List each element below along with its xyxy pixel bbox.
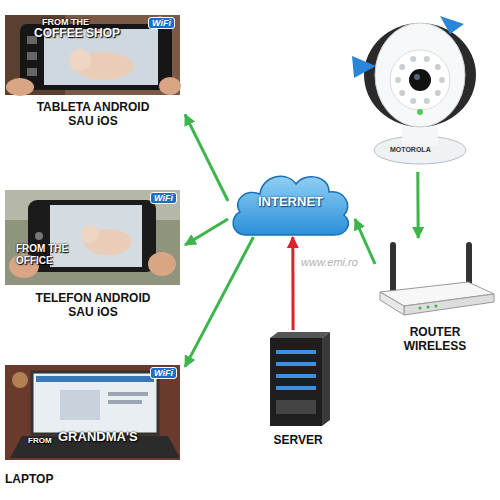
device-label: SERVER [262,434,334,448]
arrow-connector [416,172,419,238]
overlay-text: FROM THE [42,17,89,27]
server-drawing [270,332,330,426]
brand-text: MOTOROLA [390,146,430,154]
overlay-text: FROM THE OFFICE [16,243,82,266]
phone-device: WiFiFROM THE OFFICE TELEFON ANDROID SAU i… [0,185,185,335]
overlay-text: FROM [28,436,52,445]
device-label: ROUTER WIRELESS [390,326,480,354]
laptop-photo [5,365,180,460]
phone-photo [5,190,180,285]
tablet-photo [5,15,181,96]
camera-drawing [352,16,476,164]
watermark: www.emi.ro [300,256,359,269]
server-device: SERVER [262,330,336,452]
laptop-device: WiFiFROM GRANDMA'S LAPTOP [0,360,185,498]
arrow-connector [185,114,228,201]
router-device: ROUTER WIRELESS [375,238,495,368]
router-drawing [380,242,494,315]
device-label: LAPTOP [5,473,53,487]
overlay-text: GRANDMA'S [58,430,138,445]
device-label: TELEFON ANDROID SAU iOS [35,292,151,320]
cloud-label: INTERNET [228,195,353,210]
wifi-badge: WiFi [148,17,175,29]
camera-device: MOTOROLA [345,12,475,172]
device-label: TABLETA ANDROID SAU iOS [35,101,151,129]
arrow-connector [185,219,228,245]
overlay-text: COFFEE SHOP [34,27,120,41]
arrow-connector [291,237,294,330]
internet-cloud: INTERNET [228,165,355,237]
tablet-device: FROM THECOFFEE SHOP WiFiTABLETA ANDROID S… [0,12,185,140]
wifi-badge: WiFi [150,192,177,204]
wifi-badge: WiFi [150,367,177,379]
arrow-connector [185,237,253,367]
